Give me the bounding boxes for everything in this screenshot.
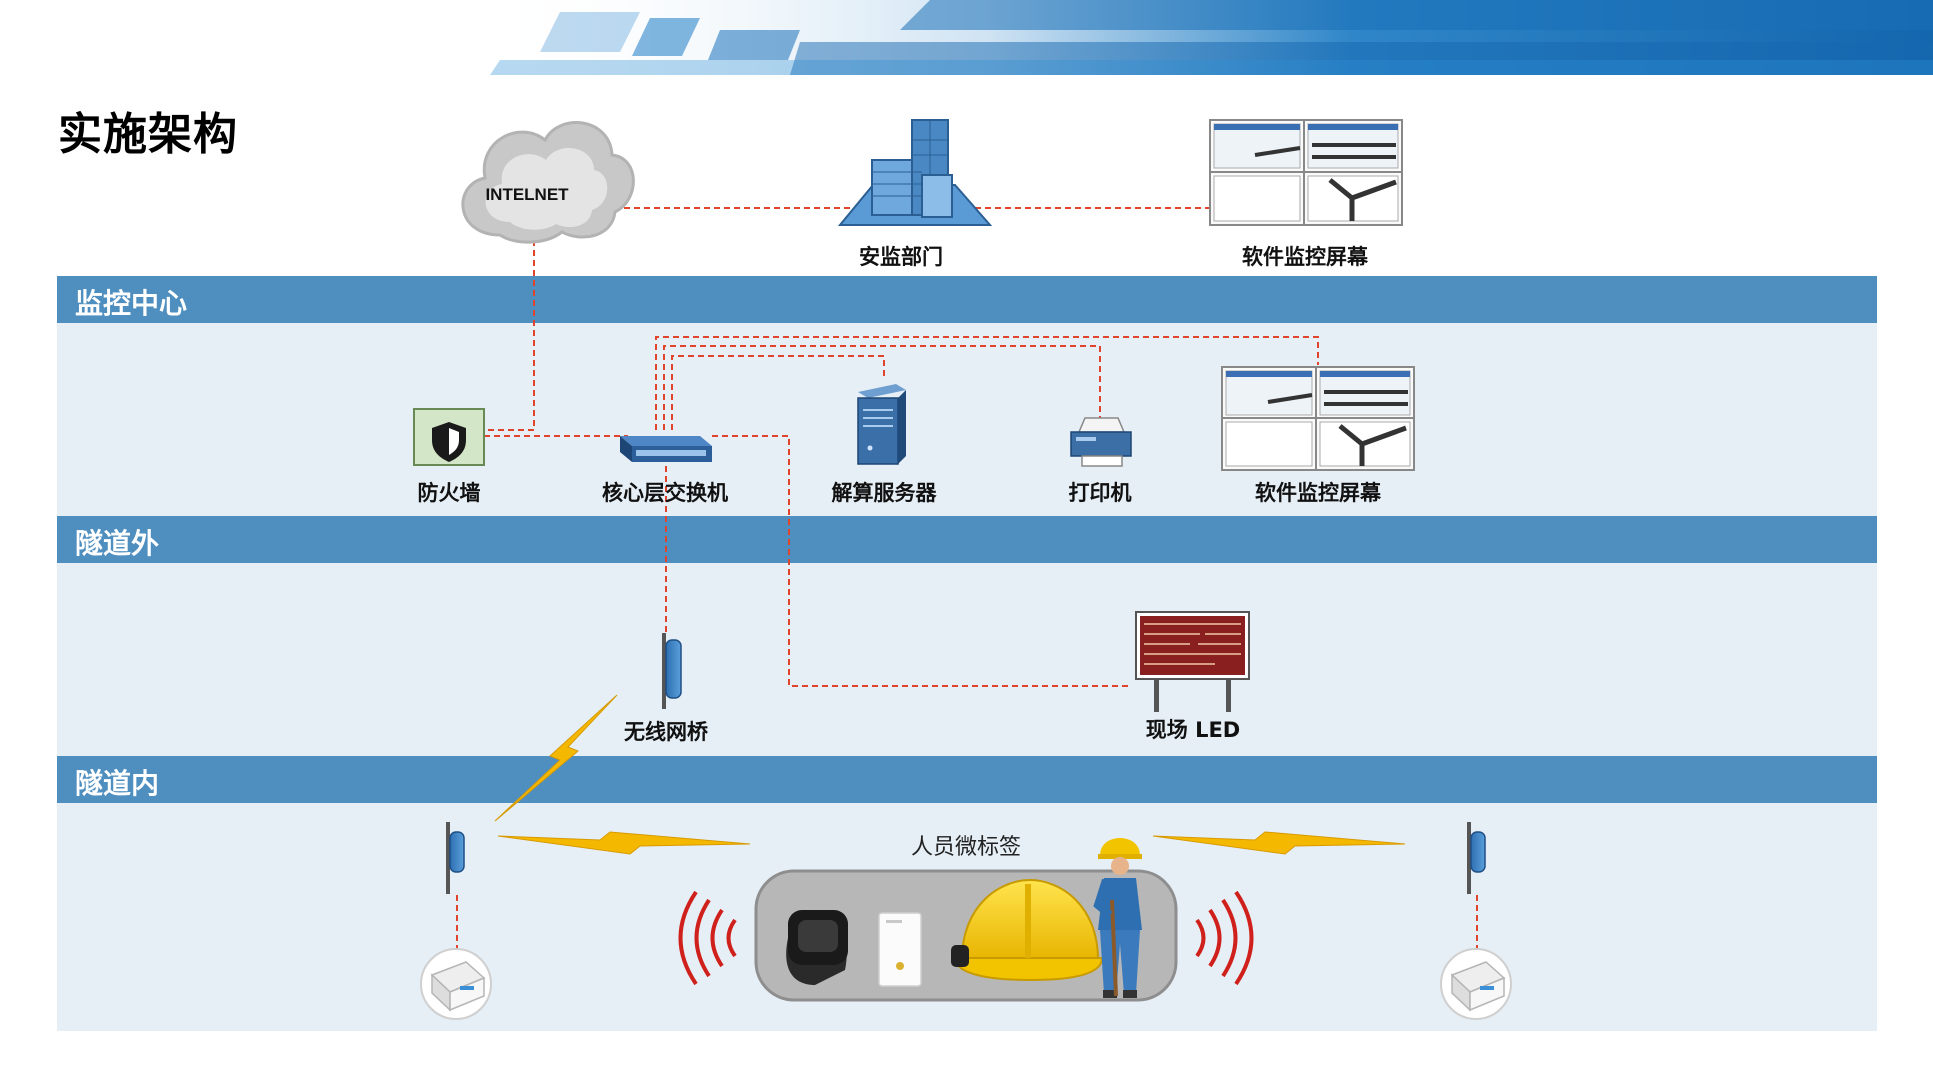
monitoring-center-area: [57, 322, 1877, 518]
monitor-screen-icon: [1221, 366, 1415, 471]
label-monitor-screen: 软件监控屏幕: [1255, 481, 1381, 505]
led-board-icon: [1135, 611, 1250, 712]
page-title: 实施架构: [58, 109, 238, 160]
band-inside-tunnel: 隧道内: [57, 756, 1877, 803]
lightning-bolt-right: [1152, 831, 1406, 855]
tunnel-reader-right-icon: [1440, 948, 1512, 1020]
band-title-outside-tunnel: 隧道外: [75, 527, 160, 560]
label-led: 现场 LED: [1145, 718, 1241, 742]
tunnel-antenna-right-icon: [1467, 822, 1486, 894]
label-safety-dept: 安监部门: [859, 245, 943, 269]
outside-tunnel-area: [57, 563, 1877, 757]
core-switch-icon: [620, 436, 712, 462]
network-links: [456, 207, 1478, 950]
card-tag-icon: [878, 912, 922, 987]
band-title-inside-tunnel: 隧道内: [75, 767, 160, 800]
link-switch-printer: [663, 345, 1101, 430]
link-cloud-firewall: [484, 240, 535, 431]
monitor-screen-top-icon: [1209, 119, 1403, 226]
label-monitor-screen-top: 软件监控屏幕: [1242, 245, 1368, 269]
band-title-monitoring-center: 监控中心: [75, 287, 188, 320]
lightning-bolt-up: [494, 694, 618, 822]
label-printer: 打印机: [1068, 481, 1132, 505]
label-personnel-tag: 人员微标签: [910, 835, 1022, 860]
band-outside-tunnel: 隧道外: [57, 516, 1877, 563]
link-switch-led: [712, 435, 1130, 687]
label-wireless-bridge: 无线网桥: [624, 720, 708, 744]
top-banner: [480, 0, 1933, 75]
link-switch-server: [671, 355, 885, 430]
wireless-bridge-icon: [662, 633, 682, 709]
internet-cloud-icon: [461, 121, 635, 244]
wristband-tag-icon: [786, 910, 848, 985]
band-monitoring-center: 监控中心: [57, 276, 1877, 323]
signal-wave-right-icon: [1195, 890, 1254, 986]
building-icon: [837, 119, 993, 226]
server-icon: [857, 384, 906, 465]
tunnel-antenna-left-icon: [446, 822, 465, 894]
printer-icon: [1070, 417, 1132, 467]
wireless-signal-lightning: [494, 694, 1406, 855]
helmet-tag-icon: [951, 878, 1104, 982]
label-core-switch: 核心层交换机: [602, 481, 728, 505]
lightning-bolt-left: [497, 831, 751, 855]
signal-wave-left-icon: [678, 890, 737, 986]
cloud-text: INTELNET: [485, 185, 569, 204]
worker-icon: [1093, 838, 1142, 998]
firewall-icon: [413, 408, 485, 466]
link-switch-screen: [655, 336, 1319, 430]
tunnel-reader-left-icon: [420, 948, 492, 1020]
label-server: 解算服务器: [831, 481, 937, 505]
label-firewall: 防火墙: [417, 481, 481, 505]
